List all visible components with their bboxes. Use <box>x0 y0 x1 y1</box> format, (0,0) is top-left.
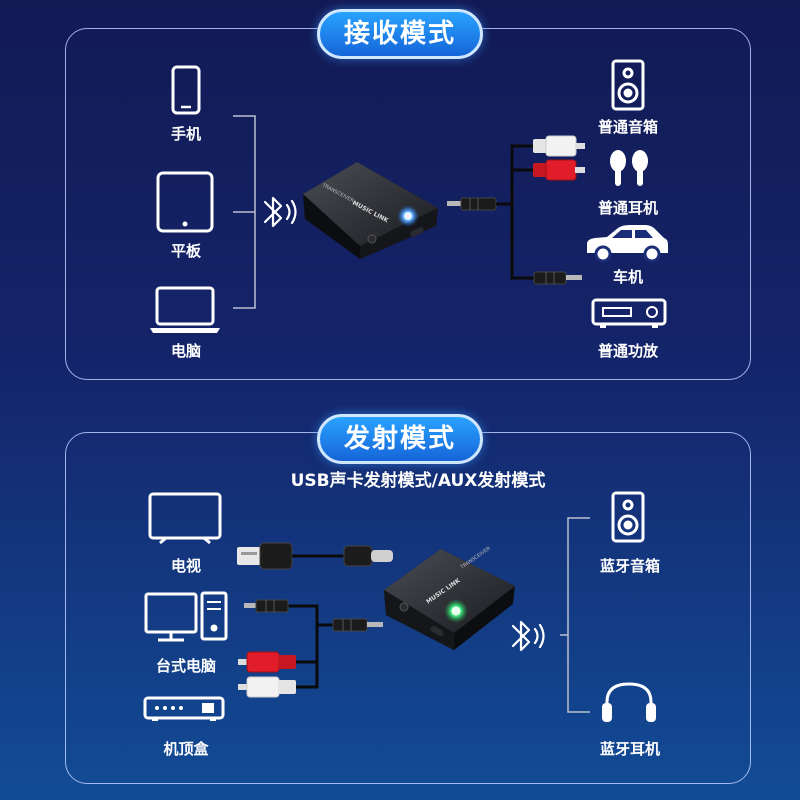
laptop-icon <box>150 286 220 333</box>
receive-mode-title: 接收模式 <box>316 9 484 59</box>
aux-plug <box>447 197 497 211</box>
output-label-bt-headphones: 蓝牙耳机 <box>599 740 661 758</box>
output-label-speaker: 普通音箱 <box>597 118 659 136</box>
source-label-tv: 电视 <box>170 557 202 575</box>
source-bracket <box>233 115 256 309</box>
output-label-bt-speaker: 蓝牙音箱 <box>599 557 661 575</box>
usb-cable-icon <box>237 542 393 570</box>
source-label-desktop: 台式电脑 <box>155 657 217 675</box>
source-label-computer: 电脑 <box>170 342 202 360</box>
output-label-car: 车机 <box>612 268 644 286</box>
transmit-mode-title: 发射模式 <box>316 414 484 464</box>
rca-white-plug-2 <box>238 676 296 698</box>
aux-plug-4 <box>332 618 383 632</box>
headphones-icon <box>602 682 656 722</box>
speaker-icon-2 <box>611 491 645 543</box>
car-icon <box>587 225 668 263</box>
output-bracket <box>560 517 590 713</box>
input-cable <box>288 604 333 689</box>
output-label-earphones: 普通耳机 <box>597 199 659 217</box>
phone-icon <box>171 65 201 115</box>
receiver-device: MUSIC LINK TRANSCEIVER <box>303 162 438 259</box>
output-cable <box>496 144 534 280</box>
bluetooth-icon-2 <box>511 620 545 652</box>
tablet-icon <box>156 171 214 233</box>
source-label-set-top-box: 机顶盒 <box>163 740 209 758</box>
desktop-icon <box>144 591 228 642</box>
rca-red-plug-2 <box>238 651 296 673</box>
rca-white-plug <box>533 135 585 157</box>
output-label-amplifier: 普通功放 <box>597 342 659 360</box>
aux-plug-3 <box>244 599 289 613</box>
source-label-tablet: 平板 <box>170 242 202 260</box>
rca-red-plug <box>533 159 585 181</box>
aux-plug-2 <box>533 271 582 285</box>
transmit-subtitle: USB声卡发射模式/AUX发射模式 <box>290 471 546 491</box>
bluetooth-icon <box>263 196 297 228</box>
speaker-icon <box>611 59 645 111</box>
transmitter-device: MUSIC LINK TRANSCEIVER <box>384 545 515 650</box>
amplifier-icon <box>591 298 667 328</box>
source-label-phone: 手机 <box>170 125 202 143</box>
tv-icon <box>148 492 222 545</box>
set-top-box-icon <box>143 696 225 721</box>
earbuds-icon <box>610 150 648 186</box>
